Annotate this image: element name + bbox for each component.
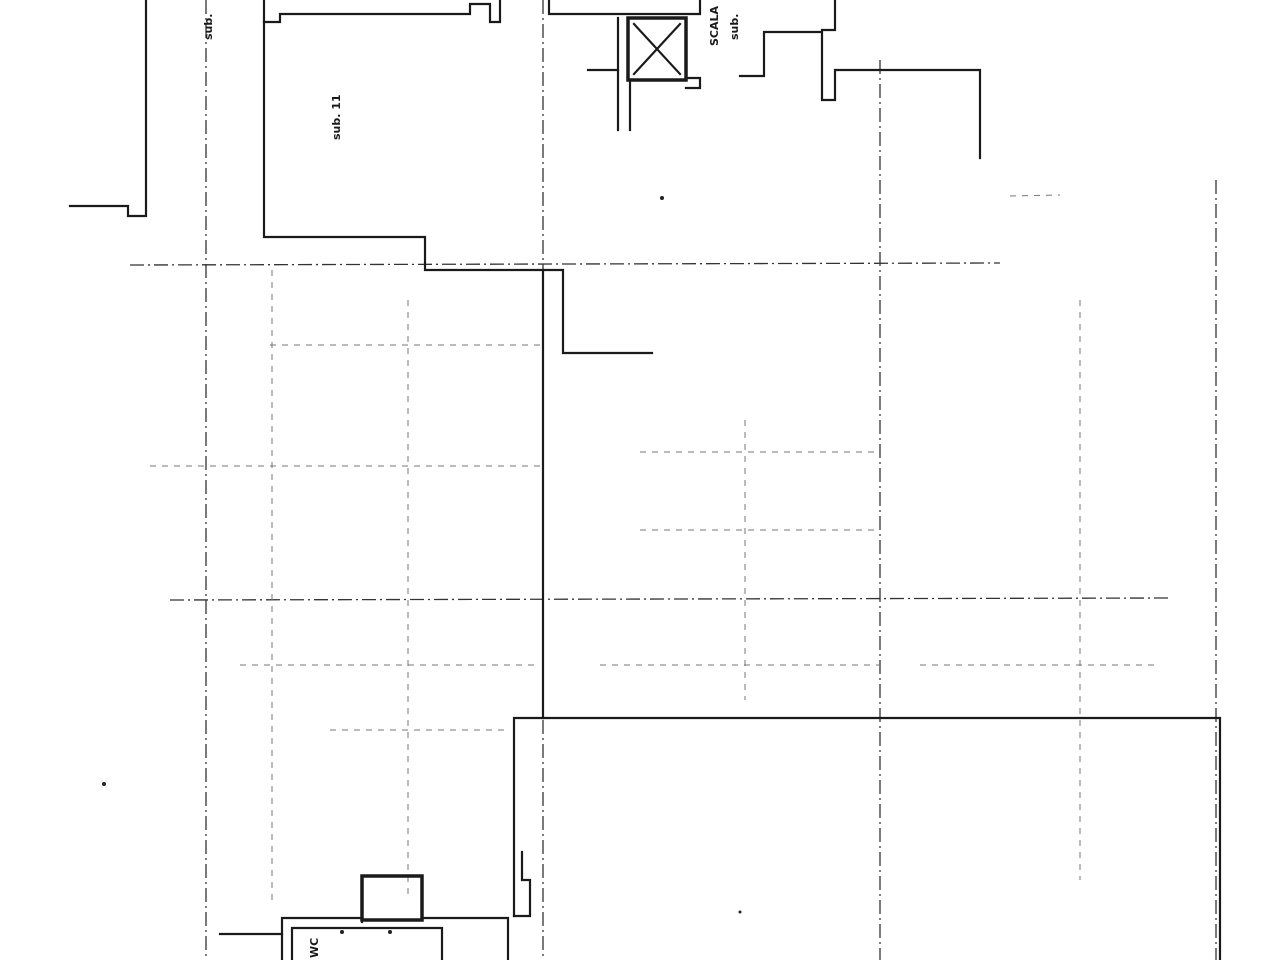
walls [68, 0, 1222, 960]
wall-upper-right [738, 30, 982, 160]
labels: sub. sub. 11 SCALA sub. WC [202, 5, 741, 958]
wall-lower-left-stub [512, 850, 532, 918]
structural-grid [129, 0, 1217, 960]
stair-shaft [626, 16, 688, 82]
wc-shaft [360, 874, 424, 922]
scan-dot-4 [340, 930, 344, 934]
stair-stub-2 [684, 76, 702, 90]
scan-marks [102, 196, 742, 934]
label-stair-block: SCALA [708, 5, 721, 46]
grid-line-horizontal-1 [129, 262, 1001, 266]
label-sub-top-left: sub. [202, 14, 215, 40]
scan-dot-5 [388, 930, 392, 934]
wall-wc-room [280, 916, 364, 960]
stair-shaft-cross-2 [632, 22, 682, 76]
label-wc: WC [308, 938, 321, 958]
scan-dot-2 [102, 782, 106, 786]
scan-dot-3 [738, 910, 742, 914]
wall-wc-inner [290, 926, 444, 960]
faint-line-13 [1009, 194, 1061, 197]
wall-upper-right-2 [820, 0, 837, 32]
wall-top-corridor-2 [547, 0, 702, 16]
wall-wc-room-right [420, 916, 510, 960]
wall-lower-right [512, 716, 1222, 960]
scan-dot-1 [660, 196, 664, 200]
label-sub-eleven: sub. 11 [330, 94, 343, 140]
wall-upper-block [262, 0, 654, 355]
grid-line-horizontal-2 [169, 597, 1171, 601]
wall-left-fragment [68, 0, 148, 218]
wall-top-corridor [262, 0, 502, 24]
label-stair-sub: sub. [728, 14, 741, 40]
